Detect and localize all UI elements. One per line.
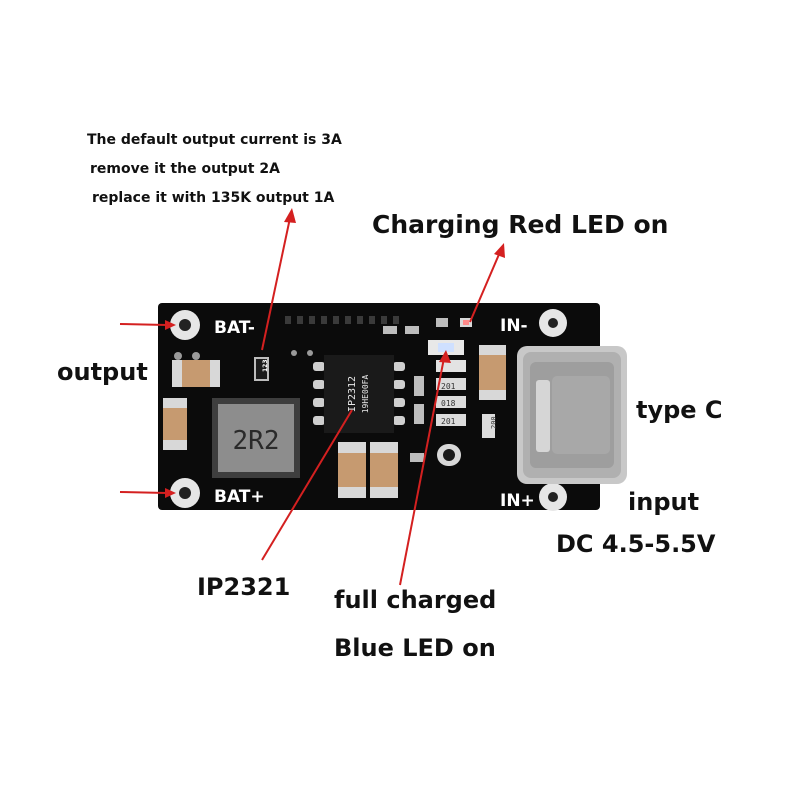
resistor-array: 201 018 201 200 xyxy=(436,360,498,438)
note-replace-resistor: replace it with 135K output 1A xyxy=(92,190,335,206)
top-via-row xyxy=(285,316,399,324)
silk-bat-minus: BAT- xyxy=(214,318,255,338)
label-type-c: type C xyxy=(636,396,723,424)
resistor-r3-code: 201 xyxy=(441,417,456,426)
label-blue-led: Blue LED on xyxy=(334,634,496,662)
silk-in-minus: IN- xyxy=(500,316,528,336)
label-input-voltage: DC 4.5-5.5V xyxy=(556,530,716,558)
inductor-2r2: 2R2 xyxy=(212,398,300,478)
capacitor-bottom-left xyxy=(338,442,366,498)
pad-in-minus xyxy=(539,309,567,337)
label-charging-led: Charging Red LED on xyxy=(372,210,669,239)
resistor-r1-code: 201 xyxy=(441,382,456,391)
arrow-heads xyxy=(165,208,505,498)
label-full-charged: full charged xyxy=(334,586,497,614)
capacitor-left-vertical xyxy=(163,398,187,450)
resistor-r2-code: 018 xyxy=(441,399,456,408)
led-charging-red xyxy=(460,318,472,327)
resistor-r4-code: 200 xyxy=(490,416,498,429)
resistor-current-set: 123 xyxy=(254,357,269,381)
note-default-current: The default output current is 3A xyxy=(87,132,342,148)
chip-marking-2: 19HE00FA xyxy=(361,375,370,414)
silk-bat-plus: BAT+ xyxy=(214,487,265,507)
silk-in-plus: IN+ xyxy=(500,491,535,511)
ic-chip: IP2312 19HE00FA xyxy=(313,355,405,433)
capacitor-input xyxy=(479,345,506,400)
pad-bat-plus xyxy=(170,478,200,508)
label-output: output xyxy=(57,358,148,386)
note-remove-resistor: remove it the output 2A xyxy=(90,161,280,177)
capacitor-bottom-right xyxy=(370,442,398,498)
small-components-middle xyxy=(383,318,448,462)
led-full-blue xyxy=(428,340,464,355)
inductor-code: 2R2 xyxy=(233,426,280,456)
resistor-r5-code: 123 xyxy=(262,359,269,372)
test-pad-oval xyxy=(437,444,461,466)
label-input: input xyxy=(628,488,700,516)
usb-type-c-connector xyxy=(517,346,627,484)
pad-in-plus xyxy=(539,483,567,511)
chip-marking-1: IP2312 xyxy=(347,376,358,412)
small-pads-left xyxy=(174,350,313,360)
pad-bat-minus xyxy=(170,310,200,340)
annotation-arrows xyxy=(119,217,501,586)
capacitor-output xyxy=(172,360,220,387)
label-ic-name: IP2321 xyxy=(197,573,291,601)
